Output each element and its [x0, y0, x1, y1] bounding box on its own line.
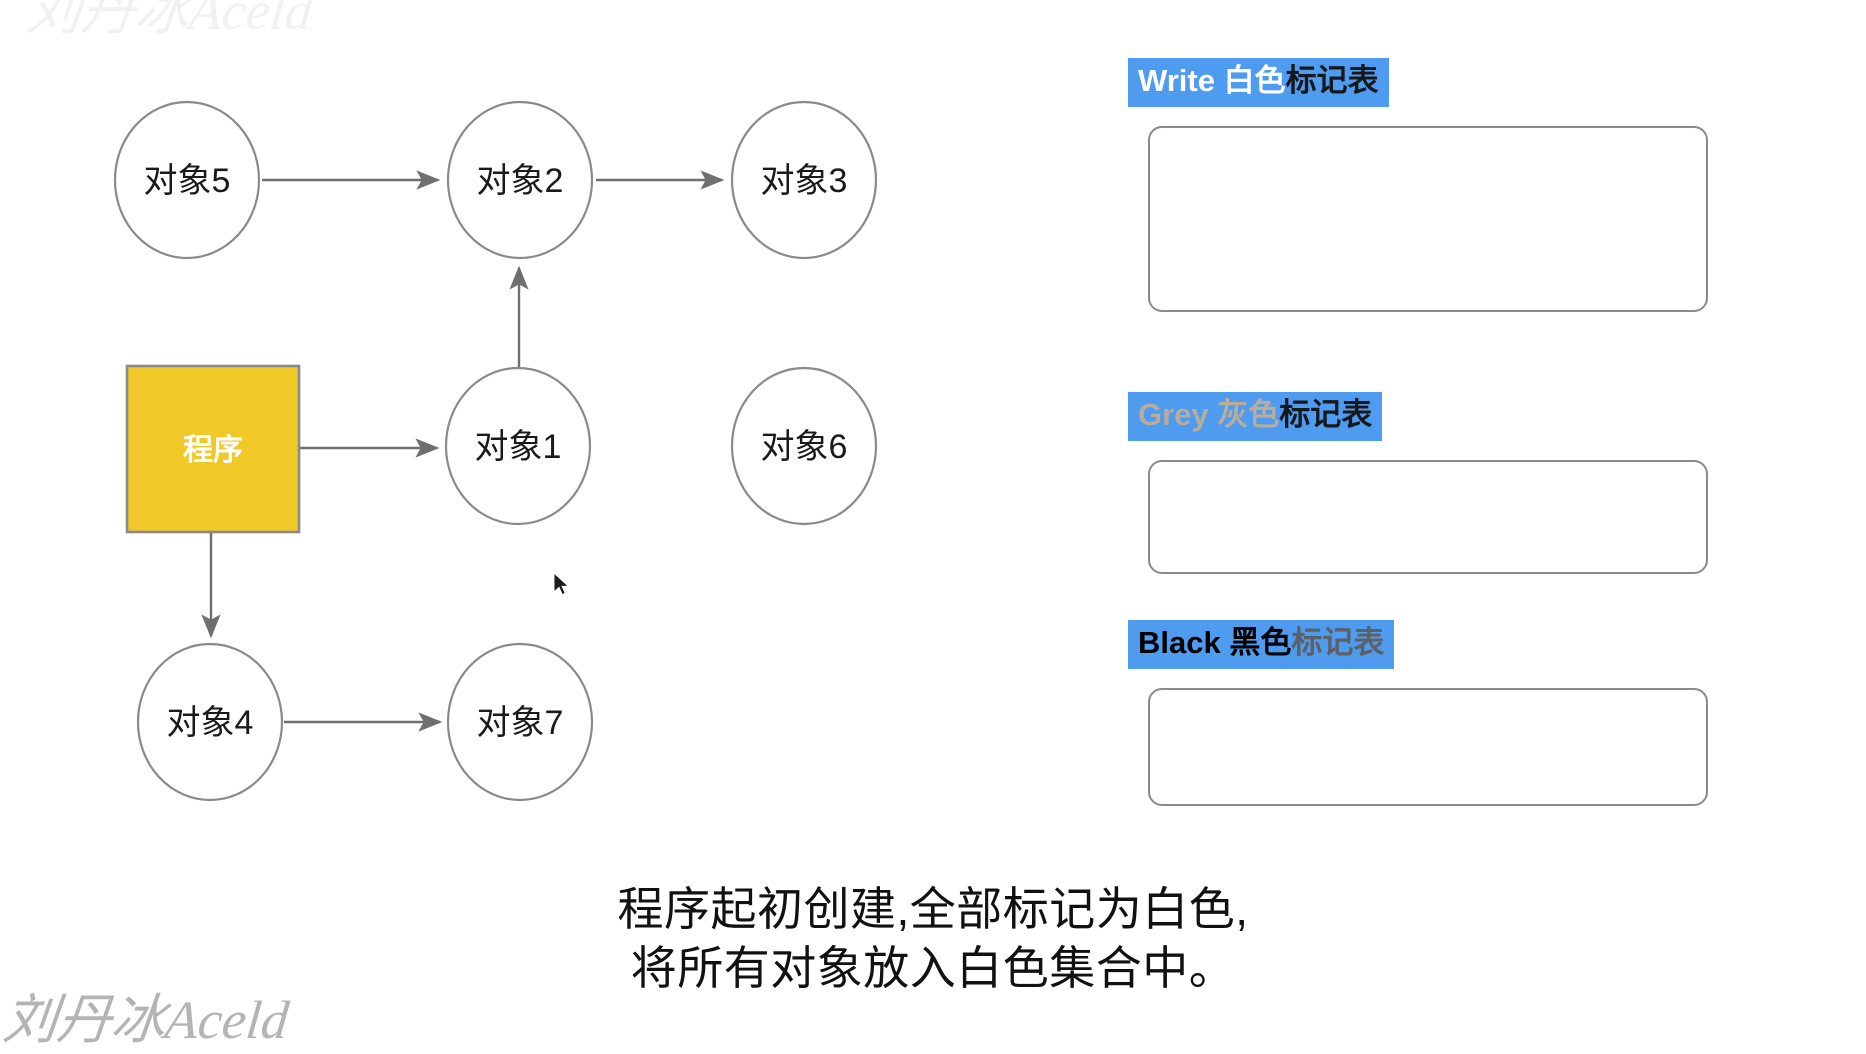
node-label-obj6: 对象6 [761, 428, 848, 466]
object-graph: 程序 对象5 对象2 对象3 对象1 对象6 对象4 [113, 100, 878, 802]
program-rect[interactable] [125, 364, 301, 534]
node-circle-obj1[interactable] [444, 366, 592, 526]
mark-table-black-box[interactable] [1148, 688, 1708, 806]
node-label-obj2: 对象2 [477, 162, 564, 200]
mark-title-part-en: Write [1138, 63, 1224, 98]
mark-table-white-box[interactable] [1148, 126, 1708, 312]
mark-table-grey-title: Grey 灰色标记表 [1128, 392, 1383, 441]
node-circle-obj5[interactable] [113, 100, 261, 260]
node-circle-obj6[interactable] [730, 366, 878, 526]
mark-table-white: Write 白色标记表 [1128, 58, 1728, 348]
graph-node-obj3[interactable]: 对象3 [730, 100, 878, 260]
mark-table-white-title: Write 白色标记表 [1128, 58, 1389, 107]
node-label-obj7: 对象7 [477, 704, 564, 742]
graph-edges [201, 170, 725, 732]
mark-table-black-title: Black 黑色标记表 [1128, 620, 1395, 669]
mark-title-part-color: 黑色 [1229, 625, 1292, 660]
mark-title-part-en: Grey [1138, 397, 1218, 432]
graph-node-obj1[interactable]: 对象1 [444, 366, 592, 526]
node-circle-obj7[interactable] [446, 642, 594, 802]
node-circle-obj2[interactable] [446, 100, 594, 260]
mark-title-part-color: 白色 [1223, 63, 1286, 98]
graph-node-obj5[interactable]: 对象5 [113, 100, 261, 260]
mark-title-part-color: 灰色 [1217, 397, 1280, 432]
mouse-cursor-icon [553, 572, 570, 596]
graph-node-obj7[interactable]: 对象7 [446, 642, 594, 802]
mark-table-grey: Grey 灰色标记表 [1128, 392, 1728, 617]
caption-line-1: 程序起初创建,全部标记为白色, [617, 883, 1249, 935]
graph-node-obj4[interactable]: 对象4 [136, 642, 284, 802]
mark-title-part-en: Black [1138, 625, 1230, 660]
watermark-author: 刘丹冰Aceld [0, 990, 292, 1050]
mark-table-black: Black 黑色标记表 [1128, 620, 1728, 845]
program-label: 程序 [183, 433, 243, 467]
node-circle-obj4[interactable] [136, 642, 284, 802]
graph-node-obj6[interactable]: 对象6 [730, 366, 878, 526]
caption-line-2: 将所有对象放入白色集合中。 [630, 941, 1236, 994]
graph-node-obj2[interactable]: 对象2 [446, 100, 594, 260]
node-label-obj5: 对象5 [144, 162, 231, 200]
mark-table-grey-box[interactable] [1148, 460, 1708, 574]
mark-title-part-suffix: 标记表 [1291, 625, 1385, 660]
mark-title-part-suffix: 标记表 [1285, 63, 1379, 98]
graph-node-program[interactable]: 程序 [125, 364, 301, 534]
node-circle-obj3[interactable] [730, 100, 878, 260]
node-label-obj3: 对象3 [761, 162, 848, 200]
node-label-obj4: 对象4 [167, 704, 254, 742]
caption-text: 程序起初创建,全部标记为白色, 将所有对象放入白色集合中。 [0, 880, 1866, 998]
node-label-obj1: 对象1 [475, 428, 562, 466]
mark-title-part-suffix: 标记表 [1279, 397, 1373, 432]
